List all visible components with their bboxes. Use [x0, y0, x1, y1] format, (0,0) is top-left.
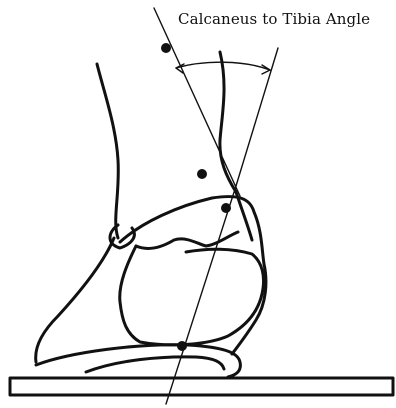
- malleolus: [110, 225, 134, 248]
- lateral-foot-edge: [232, 264, 266, 354]
- heel-cup: [86, 357, 224, 372]
- calcaneus-outline: [120, 246, 264, 345]
- subtalar-joint: [136, 232, 238, 248]
- calcaneus-upper-marker: [221, 203, 231, 213]
- angle-label: Calcaneus to Tibia Angle: [178, 10, 370, 28]
- tibia-top-marker: [161, 43, 171, 53]
- angle-arrow-right: [262, 65, 270, 74]
- tibia-lower-marker: [197, 169, 207, 179]
- calcaneus-extension-line: [236, 48, 278, 186]
- shoe-sole: [10, 378, 393, 395]
- leg-left-contour: [97, 64, 118, 238]
- calcaneus-lower-marker: [177, 341, 187, 351]
- tibia-bisection-line: [154, 8, 240, 196]
- calcaneus-bisection-line: [166, 186, 236, 404]
- rearfoot-medial-outline: [36, 238, 114, 362]
